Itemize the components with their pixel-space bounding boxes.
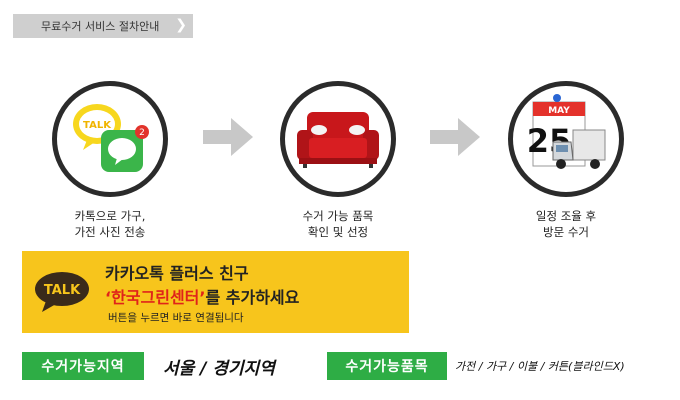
arrow-right-icon	[203, 118, 253, 156]
talk-logo-text: TALK	[83, 120, 112, 131]
step-1-caption-line2: 가전 사진 전송	[74, 225, 146, 239]
step-2-caption-line1: 수거 가능 품목	[302, 209, 374, 223]
calendar-month: MAY	[548, 106, 570, 116]
chevron-right-icon: ❯	[175, 17, 187, 33]
kakaotalk-chat-icon: TALK 2	[73, 104, 149, 172]
header-bar[interactable]: 무료수거 서비스 절차안내 ❯	[13, 14, 193, 38]
calendar-truck-icon: MAY 25	[527, 94, 606, 169]
promo-subtitle: ‘한국그린센터’를 추가하세요	[105, 284, 299, 308]
step-2-circle	[280, 81, 396, 197]
step-2-caption: 수거 가능 품목 확인 및 선정	[258, 208, 418, 240]
step-3-caption: 일정 조율 후 방문 수거	[486, 208, 646, 240]
step-1-caption: 카톡으로 가구, 가전 사진 전송	[30, 208, 190, 240]
step-1-circle: TALK 2	[52, 81, 168, 197]
promo-note: 버튼을 누르면 바로 연결됩니다	[108, 312, 244, 324]
region-label-badge: 수거가능지역	[22, 352, 144, 380]
red-sofa-icon	[297, 112, 379, 168]
arrow-right-icon	[430, 118, 480, 156]
promo-subtitle-rest: 를 추가하세요	[205, 288, 300, 307]
step-2-caption-line2: 확인 및 선정	[307, 225, 369, 239]
kakaotalk-logo-icon: TALK	[35, 272, 89, 312]
kakao-plus-friend-banner[interactable]: TALK 카카오톡 플러스 친구 ‘한국그린센터’를 추가하세요 버튼을 누르면…	[22, 251, 409, 333]
region-value: 서울 / 경기지역	[163, 359, 275, 379]
step-3-circle: MAY 25	[508, 81, 624, 197]
items-label-badge: 수거가능품목	[327, 352, 447, 380]
promo-title: 카카오톡 플러스 친구	[105, 264, 249, 283]
notification-badge: 2	[139, 128, 145, 138]
header-title: 무료수거 서비스 절차안내	[41, 20, 160, 33]
step-1-caption-line1: 카톡으로 가구,	[74, 209, 146, 223]
step-3-caption-line1: 일정 조율 후	[535, 209, 597, 223]
items-value: 가전 / 가구 / 이불 / 커튼(블라인드X)	[455, 360, 625, 373]
promo-center-name: ‘한국그린센터’	[105, 288, 206, 307]
talk-logo-text: TALK	[44, 283, 81, 298]
step-3-caption-line2: 방문 수거	[543, 225, 589, 239]
